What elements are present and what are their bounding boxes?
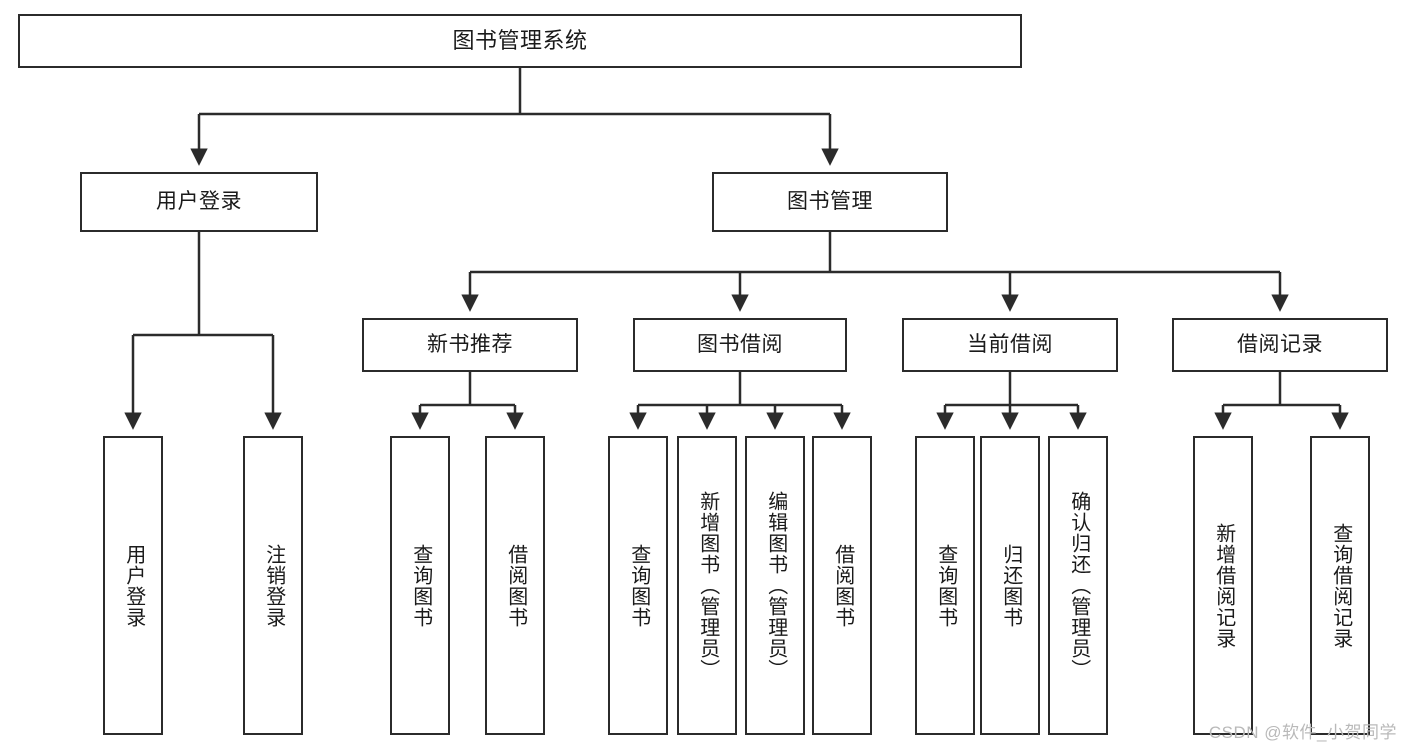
leaf-confirm-return[interactable]: 确认归还（管理员） <box>1048 436 1108 735</box>
node-new-book-recommend-label: 新书推荐 <box>427 332 513 356</box>
node-borrow-record[interactable]: 借阅记录 <box>1172 318 1388 372</box>
leaf-user-logout[interactable]: 注销登录 <box>243 436 303 735</box>
leaf-edit-book-label: 编辑图书（管理员） <box>764 491 787 680</box>
leaf-query-book-current[interactable]: 查询图书 <box>915 436 975 735</box>
leaf-user-login[interactable]: 用户登录 <box>103 436 163 735</box>
leaf-return-book[interactable]: 归还图书 <box>980 436 1040 735</box>
node-user-login[interactable]: 用户登录 <box>80 172 318 232</box>
leaf-user-login-label: 用户登录 <box>122 543 145 628</box>
leaf-query-borrow-record-label: 查询借阅记录 <box>1329 522 1352 649</box>
node-new-book-recommend[interactable]: 新书推荐 <box>362 318 578 372</box>
leaf-borrow-book-label: 借阅图书 <box>831 543 854 628</box>
leaf-user-logout-label: 注销登录 <box>262 543 285 628</box>
leaf-query-book-current-label: 查询图书 <box>934 543 957 628</box>
leaf-borrow-book[interactable]: 借阅图书 <box>812 436 872 735</box>
leaf-borrow-book-recommend[interactable]: 借阅图书 <box>485 436 545 735</box>
leaf-query-book-label: 查询图书 <box>627 543 650 628</box>
leaf-add-book-label: 新增图书（管理员） <box>696 491 719 680</box>
node-book-manage[interactable]: 图书管理 <box>712 172 948 232</box>
watermark: CSDN @软件_小贺同学 <box>1208 723 1397 742</box>
node-user-login-label: 用户登录 <box>156 189 242 213</box>
leaf-confirm-return-label: 确认归还（管理员） <box>1067 491 1090 680</box>
node-root-label: 图书管理系统 <box>452 28 588 54</box>
leaf-query-book[interactable]: 查询图书 <box>608 436 668 735</box>
leaf-add-book[interactable]: 新增图书（管理员） <box>677 436 737 735</box>
node-book-borrow-label: 图书借阅 <box>697 332 783 356</box>
node-borrow-record-label: 借阅记录 <box>1237 332 1323 356</box>
leaf-add-borrow-record-label: 新增借阅记录 <box>1212 522 1235 649</box>
leaf-return-book-label: 归还图书 <box>999 543 1022 628</box>
node-book-manage-label: 图书管理 <box>787 189 873 213</box>
node-current-borrow[interactable]: 当前借阅 <box>902 318 1118 372</box>
leaf-borrow-book-recommend-label: 借阅图书 <box>504 543 527 628</box>
leaf-query-book-recommend-label: 查询图书 <box>409 543 432 628</box>
leaf-query-borrow-record[interactable]: 查询借阅记录 <box>1310 436 1370 735</box>
leaf-add-borrow-record[interactable]: 新增借阅记录 <box>1193 436 1253 735</box>
leaf-query-book-recommend[interactable]: 查询图书 <box>390 436 450 735</box>
node-book-borrow[interactable]: 图书借阅 <box>633 318 847 372</box>
node-root[interactable]: 图书管理系统 <box>18 14 1022 68</box>
node-current-borrow-label: 当前借阅 <box>967 332 1053 356</box>
leaf-edit-book[interactable]: 编辑图书（管理员） <box>745 436 805 735</box>
